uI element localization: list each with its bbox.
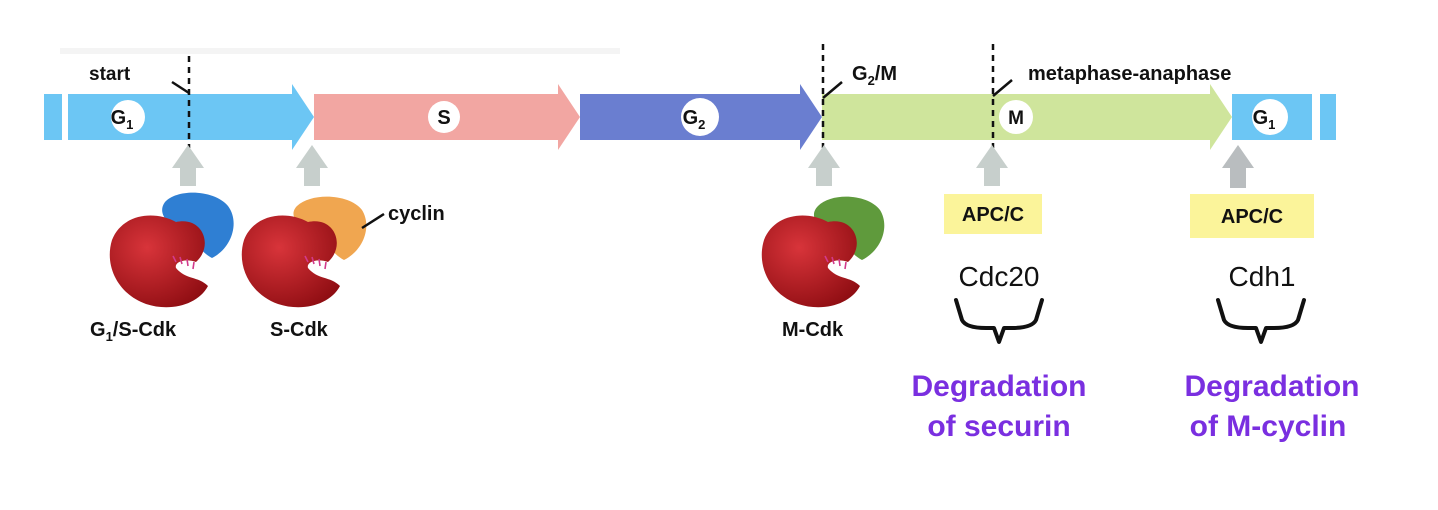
svg-text:G1: G1 — [1253, 107, 1276, 132]
checkpoint-g2m: G2/M — [821, 44, 897, 148]
timeline-left-cap — [44, 94, 62, 140]
up-arrows — [172, 145, 1254, 188]
checkpoint-start: start — [89, 56, 191, 148]
kinase-site-marks — [824, 255, 847, 270]
cyclin-callout-line — [361, 212, 385, 230]
checkpoint-g2m-label: G2/M — [852, 63, 897, 88]
cdk-shape-g1s — [109, 215, 208, 308]
complex-s-label: S-Cdk — [270, 319, 329, 341]
phase-label-g2: G2 — [681, 98, 719, 136]
complex-g1s-cdk: G1/S-Cdk — [90, 192, 234, 344]
cdk-shape-m — [761, 215, 860, 308]
kinase-site-marks — [172, 255, 195, 270]
brace-cdc20 — [954, 298, 1044, 344]
outcome-cdh1-line2: of M-cyclin — [1190, 410, 1347, 443]
activator-cdc20: Cdc20 — [959, 261, 1040, 292]
up-arrow-cdh1 — [1222, 145, 1254, 188]
kinase-site-marks — [304, 255, 327, 270]
phase-label-m: M — [999, 100, 1033, 134]
activator-cdh1: Cdh1 — [1229, 261, 1296, 292]
apc-box-cdh1 — [1190, 194, 1314, 238]
outcome-cdh1-line1: Degradation — [1184, 370, 1359, 403]
apc-box-cdc20 — [944, 194, 1042, 234]
phase-label-s: S — [428, 101, 460, 133]
complex-m-label: M-Cdk — [782, 319, 844, 341]
svg-text:G1: G1 — [111, 107, 134, 132]
apc-label-cdc20: APC/C — [962, 204, 1024, 226]
upper-faint-band — [60, 48, 620, 54]
outcome-cdc20-line2: of securin — [927, 410, 1070, 443]
complex-s-cdk: cyclin S-Cdk — [241, 196, 445, 341]
cyclin-callout-label: cyclin — [388, 203, 445, 225]
cyclin-shape-g1s — [162, 192, 234, 258]
up-arrow-cdc20 — [976, 145, 1008, 186]
svg-text:M: M — [1008, 108, 1024, 129]
svg-text:S: S — [437, 107, 450, 129]
brace-cdh1 — [1216, 298, 1306, 344]
checkpoint-metaphase-anaphase: metaphase-anaphase — [991, 44, 1231, 148]
apc-cdc20-group: APC/C Cdc20 Degradation of securin — [911, 194, 1087, 443]
phase-label-g1: G1 — [111, 100, 145, 134]
up-arrow-m — [808, 145, 840, 186]
complex-m-cdk: M-Cdk — [761, 196, 885, 341]
checkpoint-start-label: start — [89, 64, 131, 85]
apc-cdh1-group: APC/C Cdh1 Degradation of M-cyclin — [1184, 194, 1360, 443]
phase-arrow-g1 — [68, 84, 314, 150]
outcome-cdc20-line1: Degradation — [911, 370, 1086, 403]
checkpoint-metaphase-label: metaphase-anaphase — [1028, 63, 1231, 85]
up-arrow-s — [296, 145, 328, 186]
apc-label-cdh1: APC/C — [1221, 206, 1283, 228]
cdk-shape-s — [241, 215, 340, 308]
timeline-right-cap — [1320, 94, 1336, 140]
up-arrow-g1s — [172, 145, 204, 186]
svg-text:G2: G2 — [683, 107, 706, 132]
complex-g1s-label: G1/S-Cdk — [90, 319, 177, 344]
phase-label-g1-end: G1 — [1252, 99, 1288, 135]
